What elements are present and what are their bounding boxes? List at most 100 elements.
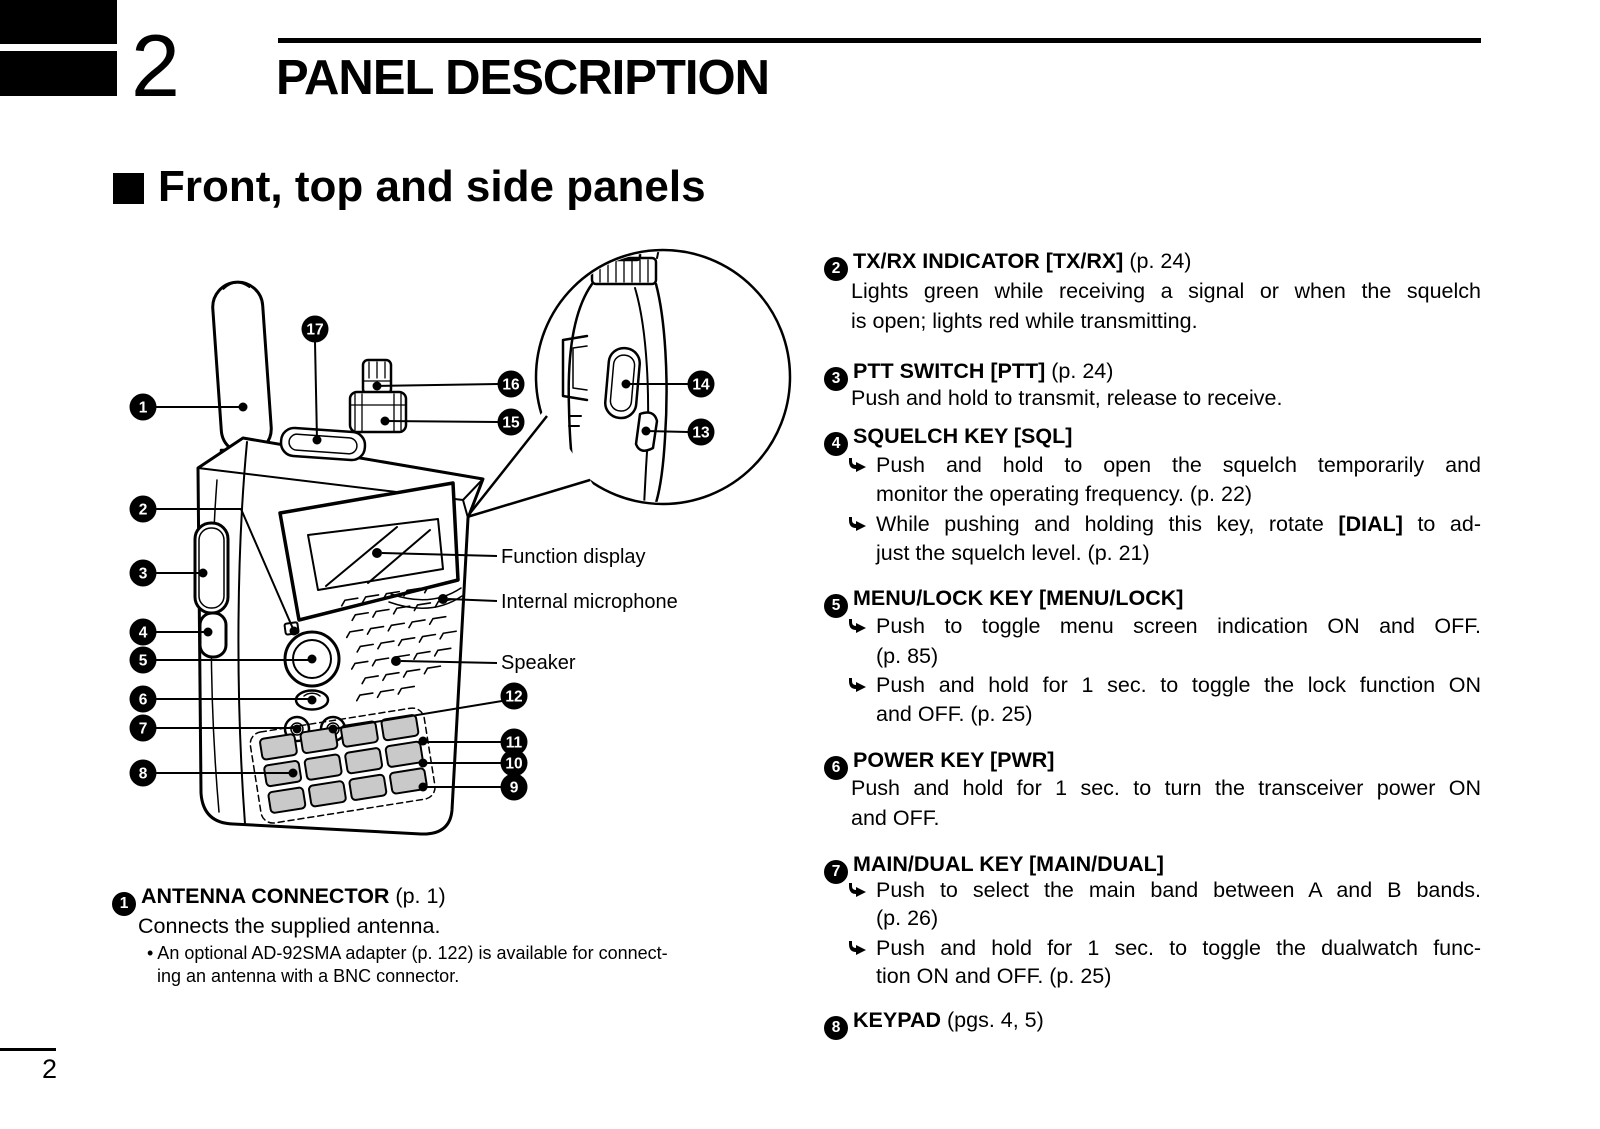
- item-8-name: KEYPAD: [853, 1008, 942, 1032]
- item-1-body: Connects the supplied antenna.: [138, 914, 441, 938]
- item-5-badge: 5: [824, 594, 848, 618]
- callout-badges: 1 2 3 4 5 6 7 8 9 10 11 12 13 14 15 16 1…: [129, 315, 715, 801]
- callout-number: 13: [692, 425, 710, 442]
- callout-badge-7: [129, 714, 157, 742]
- keypad-key: [259, 733, 298, 761]
- keypad-key: [389, 767, 428, 795]
- item-5-b1-line2: (p. 85): [876, 644, 939, 668]
- item-4-badge: 4: [824, 432, 848, 456]
- callout-badge-3: [129, 559, 157, 587]
- section-title: Front, top and side panels: [158, 162, 706, 211]
- item-3-name: PTT SWITCH [PTT]: [853, 359, 1046, 383]
- item-8-badge: 8: [824, 1016, 848, 1040]
- item-1-note-line2: ing an antenna with a BNC connector.: [157, 966, 460, 986]
- item-7-b2-line1: Push and hold for 1 sec. to toggle the d…: [876, 936, 1481, 960]
- display-screen: [307, 518, 444, 591]
- item-2-line2: is open; lights red while transmitting.: [851, 309, 1198, 333]
- volume-ring-knurl: [349, 393, 407, 432]
- side-knob-top: [602, 252, 642, 262]
- body-top-edge: [197, 467, 484, 519]
- item-2-line1: Lights green while receiving a signal or…: [851, 279, 1481, 303]
- item-3-badge: 3: [824, 367, 848, 391]
- leader-dots: [198, 379, 651, 792]
- item-7-name: MAIN/DUAL KEY [MAIN/DUAL]: [853, 852, 1164, 876]
- chapter-tab-bar-bottom: [0, 51, 117, 96]
- item-1-pageref: (p. 1): [389, 884, 446, 908]
- arrow-bullet-icon: [849, 883, 866, 897]
- callout-badge-12: [500, 682, 528, 710]
- volume-ring: [348, 390, 408, 434]
- title-rule: [278, 38, 1481, 43]
- callout-number: 14: [692, 377, 710, 394]
- side-body-inner-line: [634, 287, 650, 502]
- item-5-b1-line1: Push to toggle menu screen indication ON…: [876, 614, 1481, 638]
- callout-number: 15: [502, 415, 520, 432]
- antenna: [211, 280, 273, 456]
- item-5-b2-line2: and OFF. (p. 25): [876, 702, 1033, 726]
- callout-badge-10: [500, 749, 528, 777]
- keypad-key: [348, 773, 388, 801]
- keypad-key: [303, 753, 343, 781]
- callout-number: 3: [139, 566, 148, 583]
- side-body-back-edge: [653, 282, 668, 502]
- callout-number: 11: [506, 735, 523, 752]
- callout-number: 17: [306, 322, 323, 339]
- item-4-b1-line2: monitor the operating frequency. (p. 22): [876, 482, 1253, 506]
- callout-badge-11: [500, 728, 528, 756]
- section-heading: Front, top and side panels: [113, 165, 706, 209]
- item-4-b2-line2: just the squelch level. (p. 21): [876, 541, 1150, 565]
- callout-number: 6: [139, 692, 148, 709]
- side-ticks: [568, 415, 582, 427]
- footer-rule: [0, 1048, 56, 1051]
- arrow-bullet-icon: [849, 517, 866, 531]
- chapter-tab-bar-top: [0, 0, 117, 44]
- section-square-icon: [113, 173, 144, 204]
- item-2-pageref: (p. 24): [1123, 249, 1192, 273]
- chapter-number: 2: [131, 16, 180, 115]
- body-left-contour: [237, 441, 248, 825]
- callout-badge-9: [500, 773, 528, 801]
- item-3-pageref: (p. 24): [1045, 359, 1114, 383]
- callout-badge-2: [129, 495, 157, 523]
- top-cover-plate: [279, 426, 367, 462]
- item-4-b2-line1: While pushing and holding this key, rota…: [876, 509, 1481, 539]
- leader-lines: [156, 341, 689, 788]
- callout-badge-8: [129, 759, 157, 787]
- item-4-b2-post: to ad-: [1402, 512, 1481, 536]
- arrow-bullet-icon: [849, 619, 866, 633]
- internal-microphone-label: Internal microphone: [501, 591, 678, 613]
- item-1-note-line1: • An optional AD-92SMA adapter (p. 122) …: [147, 943, 668, 963]
- callout-number: 10: [505, 756, 522, 773]
- page-title: PANEL DESCRIPTION: [276, 51, 770, 105]
- item-6-line2: and OFF.: [851, 806, 940, 830]
- sql-side-button: [198, 611, 228, 659]
- keypad-outline: [249, 707, 436, 824]
- ptt-side-button-inner: [198, 527, 225, 609]
- arrow-bullet-icon: [849, 458, 866, 472]
- radio-diagram: 1 2 3 4 5 6 7 8 9 10 11 12 13 14 15 16 1…: [129, 248, 792, 836]
- callout-number: 5: [139, 653, 148, 670]
- dial-knob-knurl: [362, 361, 392, 382]
- callout-number: 1: [139, 400, 148, 417]
- callout-number: 4: [139, 625, 148, 642]
- keypad-key: [267, 786, 307, 814]
- callout-badge-17: [301, 315, 329, 343]
- callout-badge-4: [129, 618, 157, 646]
- keypad-key: [340, 720, 379, 748]
- arrow-bullet-icon: [849, 941, 866, 955]
- callout-number: 16: [502, 377, 520, 394]
- strap-hook: [652, 252, 660, 259]
- callout-number: 2: [139, 502, 148, 519]
- callout-badge-14: [687, 370, 715, 398]
- item-8-pageref: (pgs. 4, 5): [941, 1008, 1044, 1032]
- callout-number: 8: [139, 766, 148, 783]
- callout-badge-5: [129, 646, 157, 674]
- side-window: [561, 334, 589, 402]
- item-4-b1-line1: Push and hold to open the squelch tempor…: [876, 453, 1481, 477]
- keypad-key: [344, 747, 384, 775]
- item-7-b1-line2: (p. 26): [876, 906, 939, 930]
